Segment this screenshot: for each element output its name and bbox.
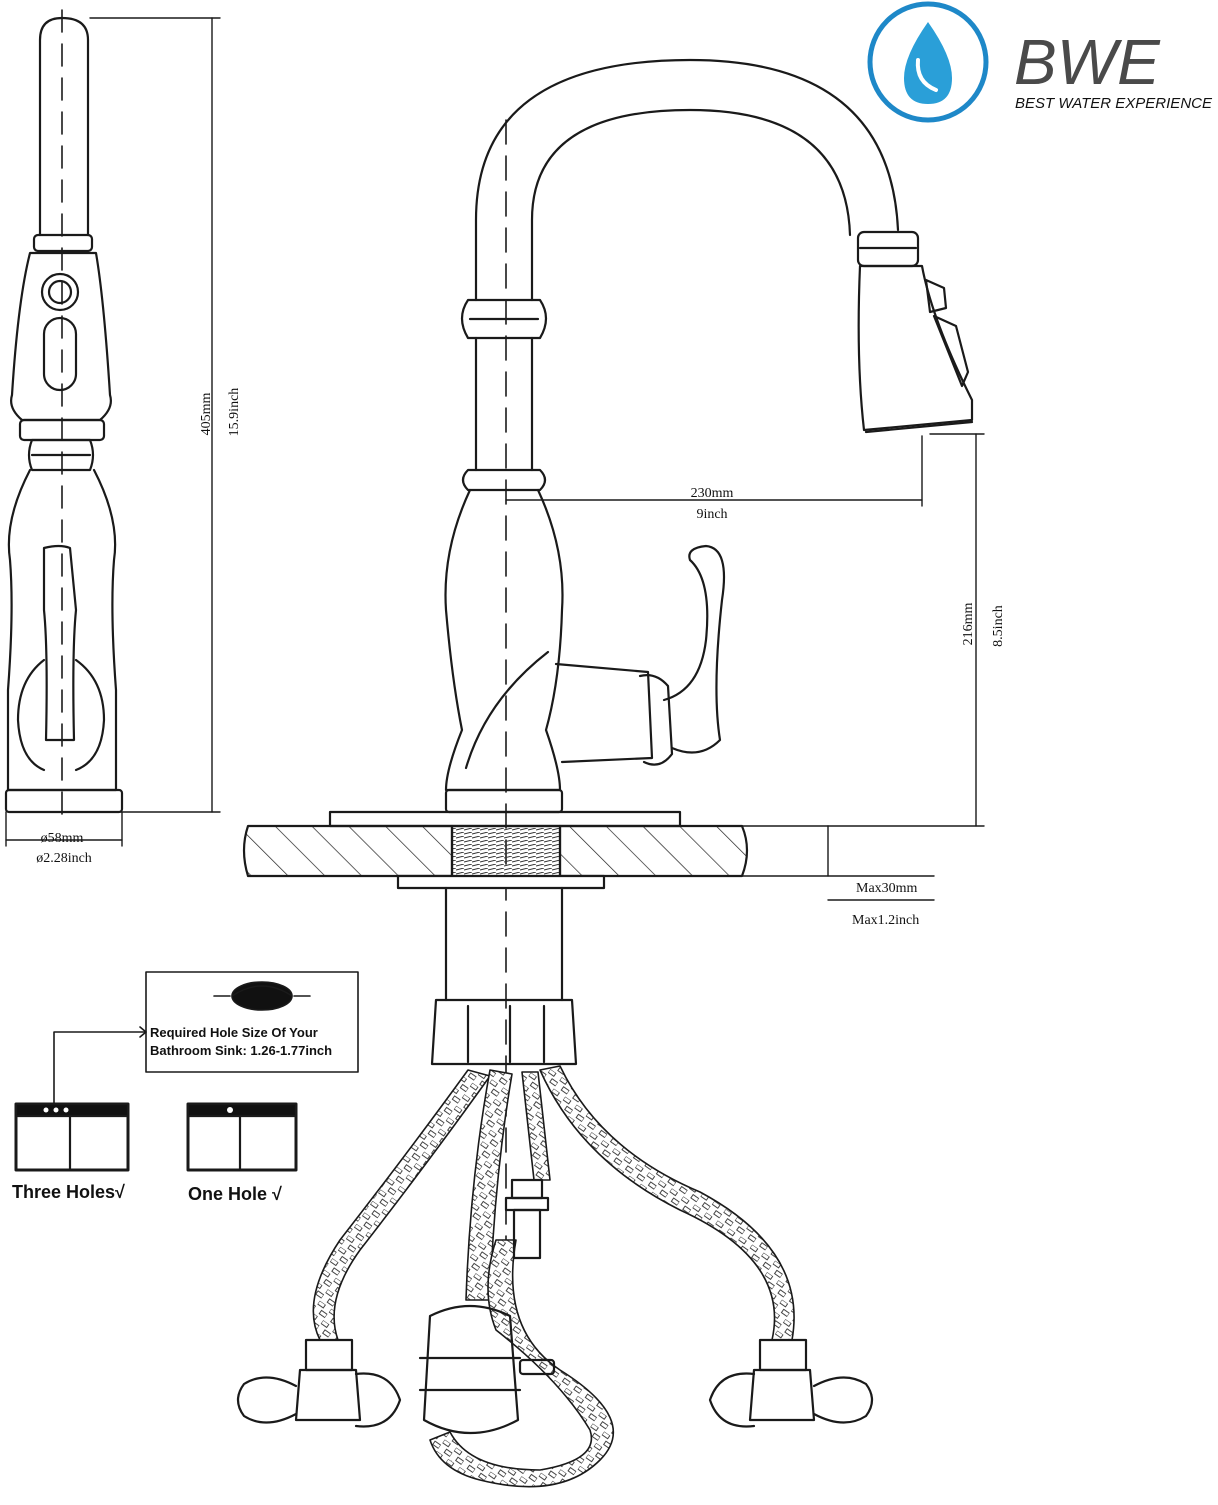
hole-size-callout (53, 971, 359, 1105)
logo-ring-icon (867, 1, 989, 123)
reach-inch-label: 9inch (696, 507, 727, 522)
left-angle-valve (236, 1338, 402, 1428)
deck-max-inch-label: Max1.2inch (852, 913, 919, 928)
right-angle-valve (708, 1338, 874, 1428)
mounting-shank (430, 886, 578, 1066)
hole-size-text-line1: Required Hole Size Of Your (150, 1025, 318, 1040)
base-diameter-inch-label: ø2.28inch (36, 851, 92, 866)
brand-name: BWE (1014, 26, 1161, 98)
reach-dimension (505, 435, 923, 507)
three-holes-label: Three Holes√ (12, 1182, 125, 1202)
water-drop-icon (904, 22, 952, 104)
three-hole-sink-icon (14, 1102, 130, 1172)
side-view-faucet (4, 9, 124, 821)
one-hole-sink-icon (186, 1102, 298, 1172)
side-height-inch-label: 15.9inch (227, 388, 242, 437)
reach-mm-label: 230mm (691, 486, 734, 501)
base-diameter-mm-label: ø58mm (41, 831, 84, 846)
spout-height-mm-label: 216mm (961, 603, 976, 646)
bwe-logo: BWE BEST WATER EXPERIENCE (867, 1, 1213, 123)
deck-max-mm-label: Max30mm (856, 881, 918, 896)
deck-thickness-dimension (741, 825, 935, 901)
spout-height-inch-label: 8.5inch (991, 605, 1006, 647)
spout-height-dimension (741, 433, 985, 827)
one-hole-label: One Hole √ (188, 1184, 282, 1204)
braided-hoses (312, 1065, 795, 1488)
side-height-dimension (5, 17, 221, 847)
side-height-mm-label: 405mm (199, 393, 214, 436)
front-view-faucet (328, 58, 974, 1241)
hole-size-text-line2: Bathroom Sink: 1.26-1.77inch (150, 1043, 332, 1058)
sink-deck-section (242, 824, 749, 890)
brand-tagline: BEST WATER EXPERIENCE (1015, 95, 1213, 112)
hose-connector (418, 1178, 556, 1434)
